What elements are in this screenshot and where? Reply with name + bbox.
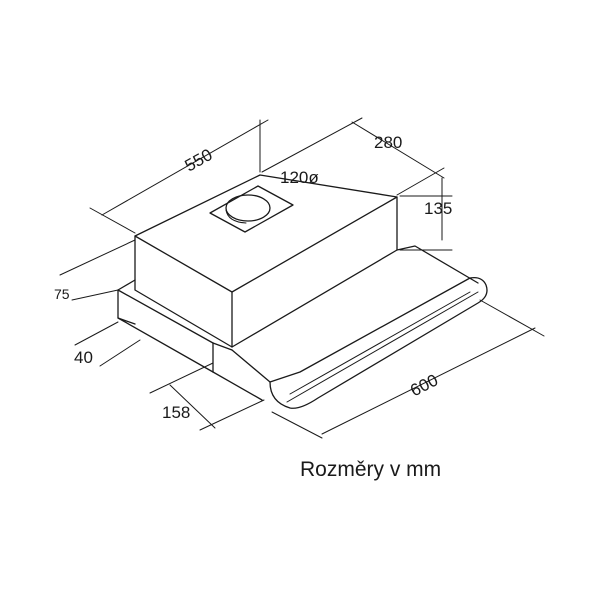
dim-158-label: 158: [162, 403, 190, 422]
dimension-280: 280: [261, 117, 445, 196]
base-tray: [117, 245, 488, 409]
caption: Rozměry v mm: [300, 458, 442, 481]
dim-135-label: 135: [424, 199, 452, 218]
dim-40-label: 40: [74, 348, 93, 367]
dim-550-label: 550: [182, 145, 216, 175]
dimension-135: 135: [399, 177, 453, 251]
dimension-40: 40: [74, 321, 141, 367]
dimension-550: 550: [89, 119, 269, 234]
dim-75-label: 75: [54, 286, 70, 302]
dim-600-label: 600: [407, 370, 441, 400]
dim-280-label: 280: [374, 133, 402, 152]
dimension-600: 600: [271, 299, 545, 439]
dimension-158: 158: [149, 362, 265, 431]
dim-120-label: 120ø: [280, 168, 319, 187]
outlet-collar: [209, 185, 294, 233]
dimension-75: 75: [54, 239, 136, 302]
dimension-120-outlet: 120ø: [280, 168, 319, 187]
